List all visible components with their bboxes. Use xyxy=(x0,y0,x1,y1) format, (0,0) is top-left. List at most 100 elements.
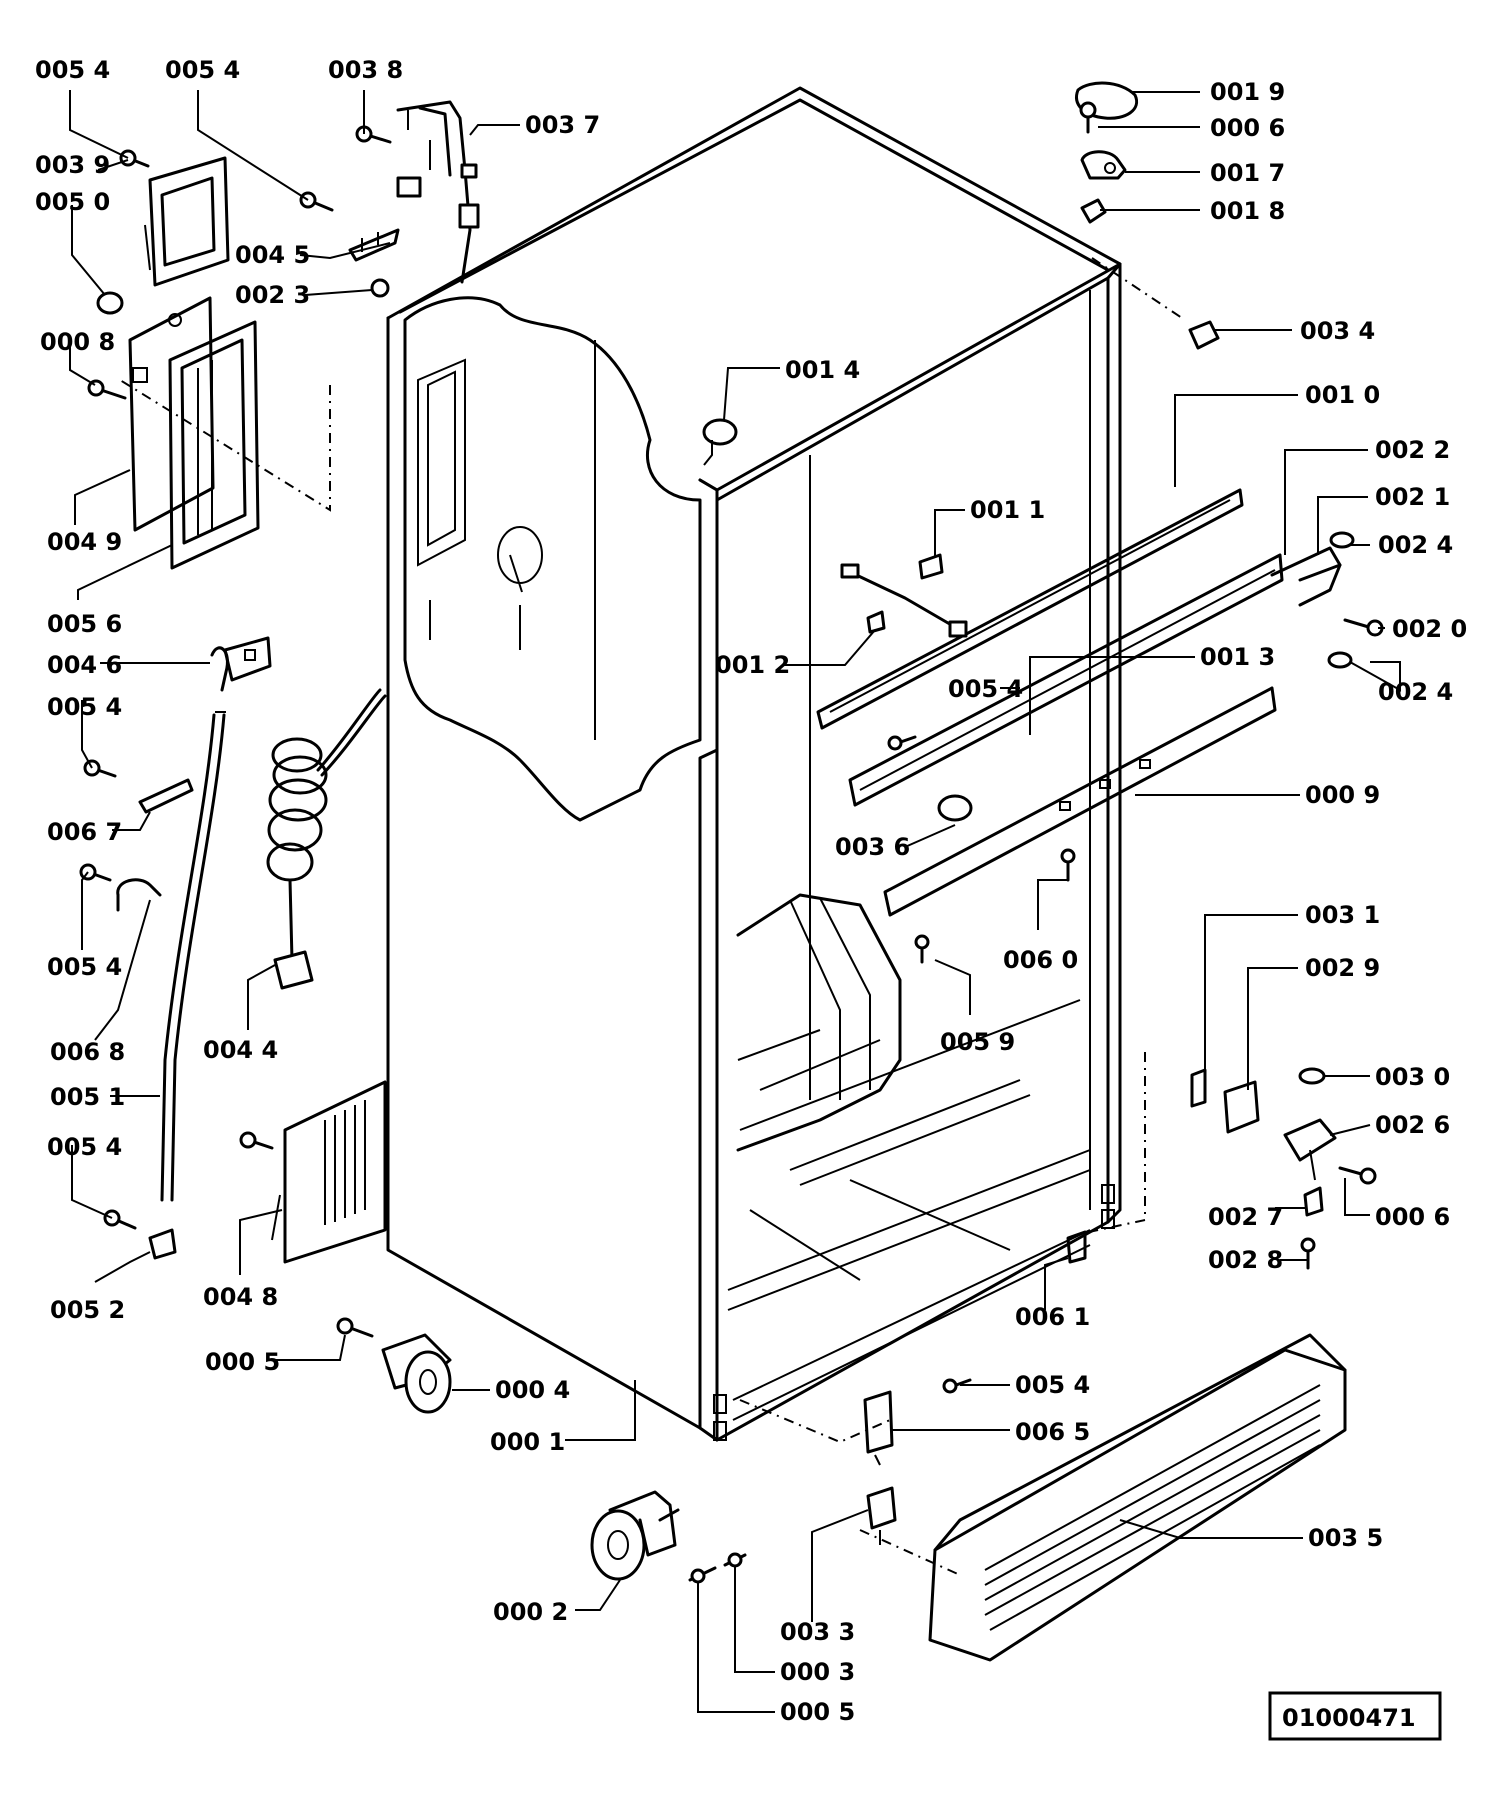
callout-label: 000 1 xyxy=(490,1428,565,1456)
callout-labels: 005 4 005 4 003 8 003 7 003 9 005 0 004 … xyxy=(35,56,1467,1726)
callout-label: 001 9 xyxy=(1210,78,1285,106)
clip-0052 xyxy=(148,1228,177,1260)
callout-label: 000 6 xyxy=(1210,114,1285,142)
screw-icon xyxy=(83,759,117,778)
reference-number: 01000471 xyxy=(1282,1704,1416,1732)
grille-0035 xyxy=(928,1333,1347,1662)
callout-label: 001 8 xyxy=(1210,197,1285,225)
callout-label: 006 8 xyxy=(50,1038,125,1066)
callout-label: 000 4 xyxy=(495,1376,570,1404)
callout-label: 005 1 xyxy=(50,1083,125,1111)
callout-label: 004 9 xyxy=(47,528,122,556)
bracket-0061 xyxy=(1066,1230,1087,1264)
callout-label: 003 0 xyxy=(1375,1063,1450,1091)
rail-0010 xyxy=(816,488,1244,730)
plate-0031 xyxy=(1190,1068,1207,1108)
thermostat-0017 xyxy=(1080,150,1127,180)
screw-icon xyxy=(887,735,917,751)
callout-label: 001 4 xyxy=(785,356,860,384)
callout-label: 006 0 xyxy=(1003,946,1078,974)
cap-0014 xyxy=(702,418,738,466)
callout-label: 000 8 xyxy=(40,328,115,356)
callout-label: 003 5 xyxy=(1308,1524,1383,1552)
callout-label: 002 4 xyxy=(1378,678,1453,706)
bracket-0018 xyxy=(1080,198,1107,224)
screw-0059-icon xyxy=(914,934,930,964)
hinge-0021 xyxy=(1270,546,1342,607)
drain-tube-0051 xyxy=(160,711,226,1202)
hinge-0065 xyxy=(863,1390,894,1466)
pin-0020-icon xyxy=(1343,618,1384,637)
washer-0024-icon xyxy=(1327,651,1353,669)
screw-icon xyxy=(119,149,150,168)
construction-line xyxy=(1091,257,1186,321)
callout-label: 005 4 xyxy=(1015,1371,1090,1399)
callout-label: 003 4 xyxy=(1300,317,1375,345)
power-cord-0044 xyxy=(266,688,387,990)
screw-0060-icon xyxy=(1060,848,1076,882)
clip-0067 xyxy=(138,778,194,814)
callout-label: 003 3 xyxy=(780,1618,855,1646)
leader-lines xyxy=(69,90,1401,1713)
harness-0012 xyxy=(840,563,968,638)
callout-label: 000 5 xyxy=(780,1698,855,1726)
screw-icon xyxy=(87,379,127,400)
roller-0004 xyxy=(381,1333,452,1414)
screw-icon xyxy=(103,1209,137,1230)
callout-label: 003 8 xyxy=(328,56,403,84)
construction-line xyxy=(1074,1052,1146,1236)
pin-0027 xyxy=(1303,1186,1324,1217)
callout-label: 005 4 xyxy=(948,675,1023,703)
callout-label: 001 7 xyxy=(1210,159,1285,187)
cabinet-0001 xyxy=(386,86,1122,1442)
callout-label: 004 5 xyxy=(235,241,310,269)
bracket-0039 xyxy=(144,156,230,287)
clip-0011 xyxy=(918,553,944,580)
callout-label: 002 6 xyxy=(1375,1111,1450,1139)
screw-0028-icon xyxy=(1300,1237,1316,1270)
clip-0033 xyxy=(866,1486,897,1545)
screw-0006-icon xyxy=(1338,1166,1377,1185)
washer-0030-icon xyxy=(1298,1067,1326,1085)
callout-label: 005 4 xyxy=(165,56,240,84)
plug-0023-icon xyxy=(370,278,390,298)
clip-0012 xyxy=(866,610,886,634)
callout-label: 006 7 xyxy=(47,818,122,846)
callout-label: 002 4 xyxy=(1378,531,1453,559)
callout-label: 005 4 xyxy=(47,953,122,981)
knob-0036-icon xyxy=(937,794,973,822)
clamp-0068 xyxy=(116,878,162,912)
construction-line xyxy=(119,379,331,512)
callout-label: 005 4 xyxy=(47,693,122,721)
hinge-0026 xyxy=(1283,1118,1337,1181)
screw-icon xyxy=(336,1317,374,1338)
screw-icon xyxy=(723,1552,747,1568)
callout-label: 004 4 xyxy=(203,1036,278,1064)
callout-label: 004 8 xyxy=(203,1283,278,1311)
cap-0034 xyxy=(1188,320,1220,350)
frame-0056 xyxy=(168,320,260,570)
callout-label: 005 4 xyxy=(47,1133,122,1161)
screw-icon xyxy=(942,1378,972,1394)
callout-label: 000 3 xyxy=(780,1658,855,1686)
callout-label: 005 2 xyxy=(50,1296,125,1324)
reference-number-box: 01000471 xyxy=(1268,1691,1442,1741)
callout-label: 005 4 xyxy=(35,56,110,84)
construction-line xyxy=(739,1399,891,1444)
callout-label: 002 8 xyxy=(1208,1246,1283,1274)
callout-label: 003 1 xyxy=(1305,901,1380,929)
callout-label: 001 2 xyxy=(715,651,790,679)
callout-label: 000 6 xyxy=(1375,1203,1450,1231)
screw-icon xyxy=(239,1131,274,1150)
callout-label: 006 1 xyxy=(1015,1303,1090,1331)
callout-label: 002 7 xyxy=(1208,1203,1283,1231)
rail-0013 xyxy=(848,553,1284,807)
roller-0002 xyxy=(590,1490,680,1581)
callout-label: 005 0 xyxy=(35,188,110,216)
callout-label: 000 9 xyxy=(1305,781,1380,809)
callout-label: 001 3 xyxy=(1200,643,1275,671)
washer-0050-icon xyxy=(96,291,124,315)
callout-label: 005 6 xyxy=(47,610,122,638)
callout-label: 000 2 xyxy=(493,1598,568,1626)
